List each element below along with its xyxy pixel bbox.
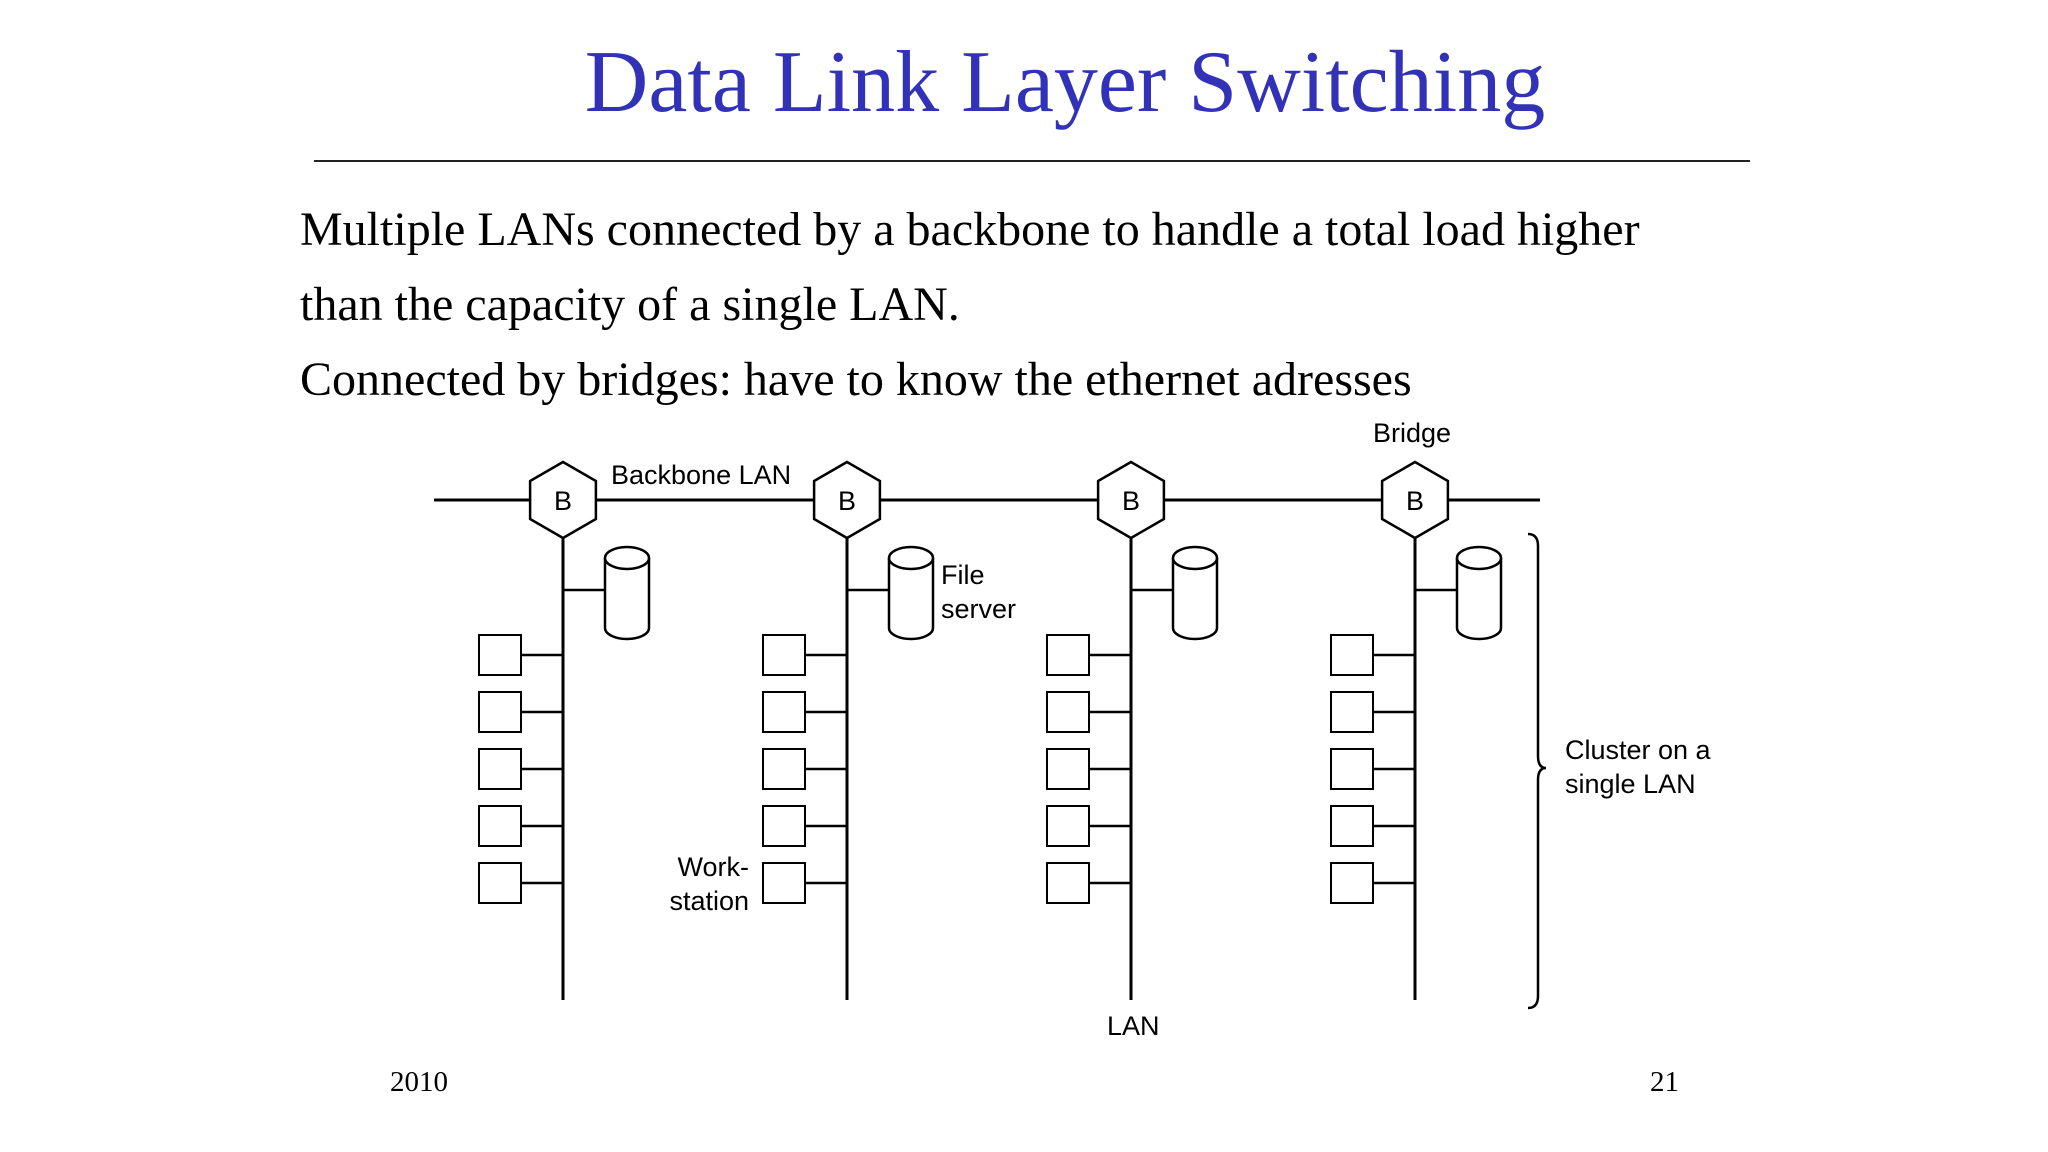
bridge-label: Bridge [1373, 418, 1451, 448]
bridge-symbol: B [554, 486, 572, 516]
file-server-label-1: File [941, 560, 985, 590]
cluster-brace [1527, 532, 1547, 1010]
cluster-label-1: Cluster on a [1565, 735, 1712, 765]
workstation-box [1330, 862, 1374, 904]
workstation-box [1046, 862, 1090, 904]
workstation-box [478, 862, 522, 904]
cluster-label-2: single LAN [1565, 769, 1696, 799]
workstation-box [1330, 634, 1374, 676]
footer-year: 2010 [390, 1066, 448, 1098]
footer-page-number: 21 [1650, 1066, 1679, 1098]
workstation-box [1046, 634, 1090, 676]
lan-cluster-2: B [762, 460, 935, 1000]
file-server-label-2: server [941, 594, 1016, 624]
workstation-box [1046, 691, 1090, 733]
workstation-box [1330, 748, 1374, 790]
title-divider [314, 160, 1750, 162]
workstation-box [1330, 805, 1374, 847]
bridge-hexagon [812, 460, 882, 540]
workstation-box [762, 691, 806, 733]
file-server-top [1455, 545, 1503, 571]
slide-title: Data Link Layer Switching [584, 34, 1546, 131]
lan-label: LAN [1107, 1011, 1160, 1041]
workstation-box [478, 634, 522, 676]
workstation-box [762, 634, 806, 676]
body-line-2: than the capacity of a single LAN. [300, 278, 960, 331]
bridge-symbol: B [1122, 486, 1140, 516]
bridge-hexagon [1096, 460, 1166, 540]
workstation-box [1046, 748, 1090, 790]
file-server-top [887, 545, 935, 571]
file-server-body [1455, 558, 1503, 641]
lan-cluster-4: B [1330, 460, 1503, 1000]
workstation-box [1330, 691, 1374, 733]
file-server-body [1171, 558, 1219, 641]
workstation-box [478, 691, 522, 733]
workstation-box [1046, 805, 1090, 847]
file-server-top [1171, 545, 1219, 571]
bridge-hexagon [1380, 460, 1450, 540]
bridge-hexagon [528, 460, 598, 540]
bridge-symbol: B [838, 486, 856, 516]
lan-cluster-1: B [478, 460, 651, 1000]
workstation-box [762, 805, 806, 847]
lan-cluster-3: B [1046, 460, 1219, 1000]
workstation-label-1: Work- [678, 852, 750, 882]
file-server-body [603, 558, 651, 641]
bridge-symbol: B [1406, 486, 1424, 516]
workstation-box [762, 862, 806, 904]
workstation-box [478, 805, 522, 847]
backbone-lan-label: Backbone LAN [611, 460, 791, 490]
file-server-top [603, 545, 651, 571]
file-server-body [887, 558, 935, 641]
body-line-3: Connected by bridges: have to know the e… [300, 353, 1412, 406]
body-line-1: Multiple LANs connected by a backbone to… [300, 203, 1640, 256]
workstation-label-2: station [669, 886, 749, 916]
workstation-box [478, 748, 522, 790]
workstation-box [762, 748, 806, 790]
